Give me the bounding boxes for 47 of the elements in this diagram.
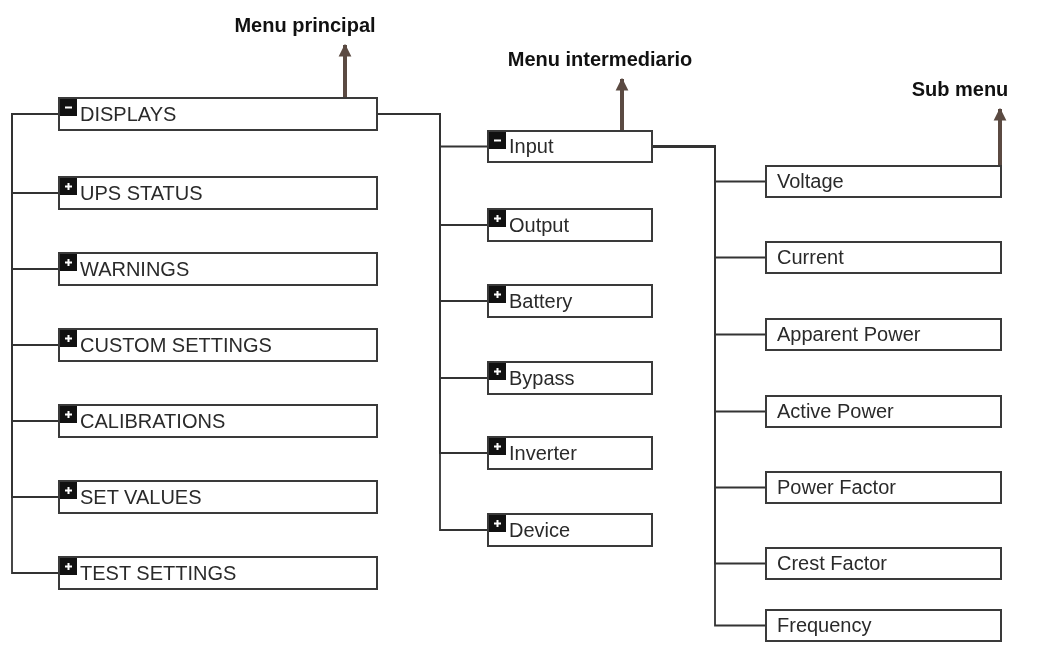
connector-line — [11, 113, 59, 574]
menu-item-label: Voltage — [777, 170, 844, 193]
menu-item-label: Output — [509, 213, 570, 237]
menu-item-box — [58, 480, 378, 514]
menu-item-label: Battery — [509, 289, 573, 313]
menu-item-label: SET VALUES — [80, 485, 202, 509]
menu-item-box — [487, 513, 653, 547]
menu-item-label: UPS STATUS — [80, 181, 203, 205]
menu-item-box — [765, 241, 1002, 274]
menu-item-label: Apparent Power — [777, 323, 921, 346]
menu-item-label: CALIBRATIONS — [80, 409, 226, 433]
menu-item-box — [58, 252, 378, 286]
menu-item-box — [765, 471, 1002, 504]
menu-level-heading: Menu principal — [190, 14, 420, 42]
menu-item-box — [58, 328, 378, 362]
arrow — [615, 77, 629, 130]
menu-item-label: Frequency — [777, 614, 872, 637]
menu-item-box — [58, 556, 378, 590]
menu-item-label: CUSTOM SETTINGS — [80, 333, 272, 357]
menu-level-heading: Menu intermediario — [450, 48, 750, 76]
menu-item-box — [487, 361, 653, 395]
arrow — [338, 43, 352, 97]
arrow — [993, 107, 1007, 165]
menu-item-box — [58, 97, 378, 131]
menu-item-label: Device — [509, 518, 571, 542]
menu-level-heading: Sub menu — [880, 78, 1040, 106]
menu-item-box — [58, 404, 378, 438]
menu-item-box — [487, 284, 653, 318]
menu-item-label: Power Factor — [777, 476, 896, 499]
menu-item-label: Input — [509, 135, 554, 158]
menu-item-label: TEST SETTINGS — [80, 561, 237, 585]
menu-item-label: WARNINGS — [80, 257, 190, 281]
menu-item-label: Active Power — [777, 400, 894, 423]
menu-item-box — [487, 436, 653, 470]
menu-item-box — [765, 318, 1002, 351]
menu-item-box — [58, 176, 378, 210]
menu-item-box — [765, 395, 1002, 428]
menu-item-label: Crest Factor — [777, 552, 888, 575]
menu-item-box — [487, 208, 653, 242]
menu-item-box — [765, 547, 1002, 580]
menu-item-box — [487, 130, 653, 163]
menu-item-box — [765, 609, 1002, 642]
menu-item-label: Inverter — [509, 441, 577, 465]
menu-item-label: Bypass — [509, 366, 575, 390]
menu-item-label: Current — [777, 246, 844, 269]
menu-item-box — [765, 165, 1002, 198]
menu-item-label: DISPLAYS — [80, 102, 177, 126]
